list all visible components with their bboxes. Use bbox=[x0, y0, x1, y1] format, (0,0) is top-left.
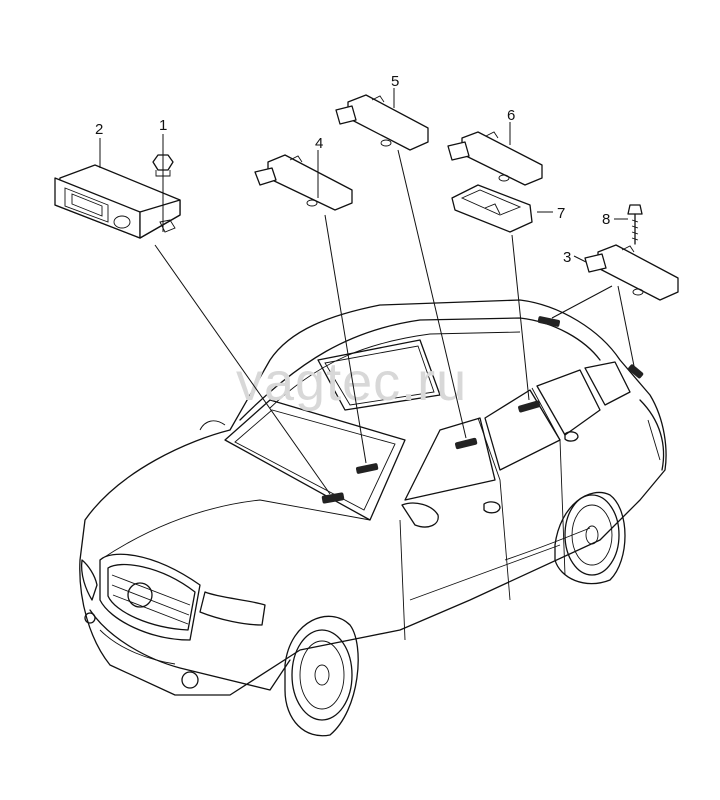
leader-line-4-pad bbox=[324, 214, 367, 464]
leader-line-3-pad-right bbox=[617, 285, 635, 367]
leader-line-3 bbox=[573, 255, 587, 263]
control-unit bbox=[54, 164, 181, 239]
mounting-locations bbox=[321, 316, 644, 504]
leader-lines bbox=[99, 88, 635, 495]
screw bbox=[627, 204, 643, 245]
callout-8: 8 bbox=[602, 211, 610, 228]
mounting-pad-5 bbox=[455, 437, 478, 450]
callouts: 1 2 3 4 5 6 7 8 bbox=[95, 73, 610, 266]
callout-2: 2 bbox=[95, 121, 103, 138]
leader-line-7-pad bbox=[511, 234, 530, 401]
callout-6: 6 bbox=[507, 107, 515, 124]
cover-7 bbox=[451, 184, 533, 233]
callout-3: 3 bbox=[563, 249, 571, 266]
leader-line-5-pad bbox=[397, 149, 467, 439]
mounting-pad-3-left bbox=[537, 316, 561, 327]
sensor-3 bbox=[584, 244, 679, 301]
mounting-pad-7 bbox=[518, 400, 541, 413]
mounting-pad-2 bbox=[321, 492, 345, 504]
mounting-pad-3-right bbox=[628, 364, 644, 379]
watermark: vagtec.ru bbox=[236, 352, 467, 412]
callout-4: 4 bbox=[315, 135, 323, 152]
callout-1: 1 bbox=[159, 117, 167, 134]
leader-line-3-pad-left bbox=[551, 285, 613, 319]
vehicle-outline bbox=[79, 299, 667, 737]
callout-5: 5 bbox=[391, 73, 399, 90]
sensor-4 bbox=[254, 154, 353, 211]
sensor-5 bbox=[335, 94, 429, 151]
callout-7: 7 bbox=[557, 205, 565, 222]
sensor-6 bbox=[447, 131, 543, 186]
leader-line-2-pad bbox=[154, 244, 331, 495]
mounting-pad-4 bbox=[355, 463, 379, 474]
